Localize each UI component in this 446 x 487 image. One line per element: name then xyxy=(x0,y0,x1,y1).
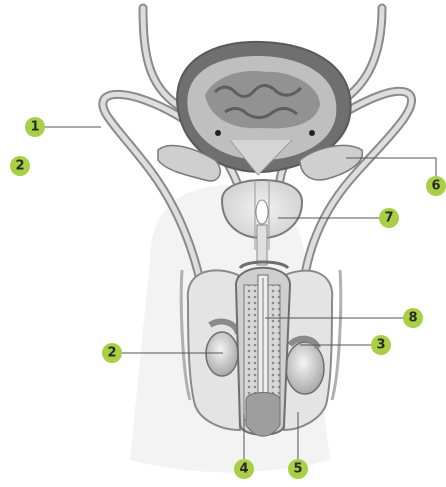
label-badge-7: 7 xyxy=(379,208,399,228)
label-2b-text: 2 xyxy=(107,346,116,361)
ureter-opening-right xyxy=(309,130,315,136)
label-badge-2a: 2 xyxy=(10,156,30,176)
label-4-text: 4 xyxy=(239,462,248,477)
label-7-text: 7 xyxy=(384,211,393,226)
label-badge-4: 4 xyxy=(234,459,254,479)
label-3-text: 3 xyxy=(376,338,385,353)
label-2a-text: 2 xyxy=(15,159,24,174)
label-6-text: 6 xyxy=(431,179,440,194)
label-badge-6: 6 xyxy=(426,176,446,196)
penis xyxy=(236,262,290,436)
label-8-text: 8 xyxy=(408,311,417,326)
urethra-tube xyxy=(257,225,267,265)
label-badge-5: 5 xyxy=(288,459,308,479)
label-badge-3: 3 xyxy=(371,335,391,355)
label-1-text: 1 xyxy=(30,120,39,135)
label-5-text: 5 xyxy=(293,462,302,477)
label-badge-8: 8 xyxy=(403,308,423,328)
label-badge-2b: 2 xyxy=(102,343,122,363)
label-badge-1: 1 xyxy=(25,117,45,137)
ureter-opening-left xyxy=(215,130,221,136)
